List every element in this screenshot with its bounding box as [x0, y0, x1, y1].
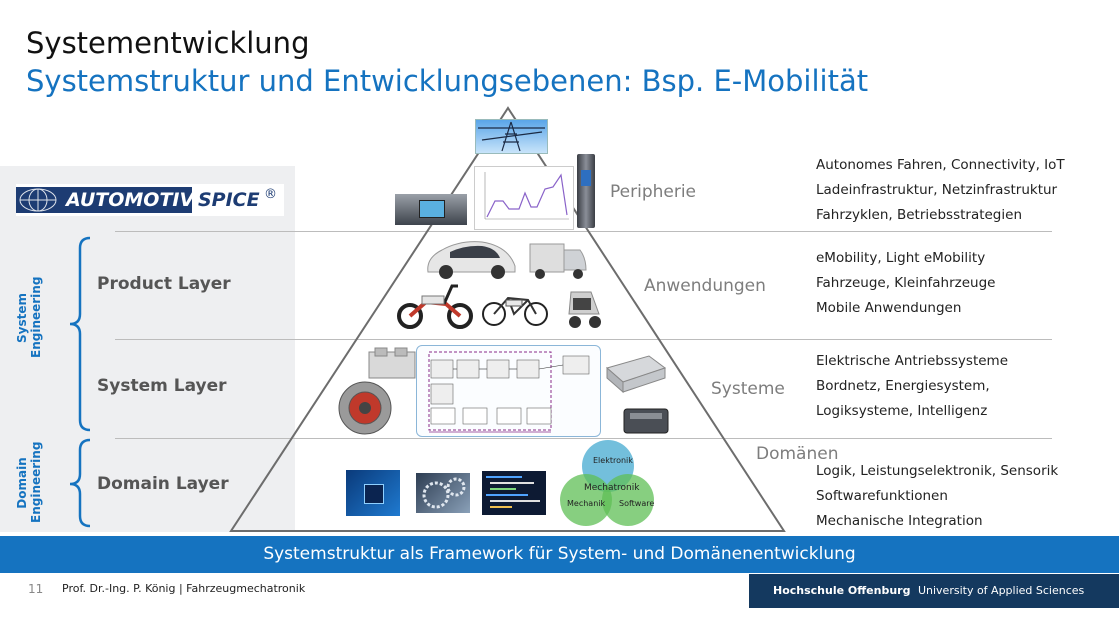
description-systeme: Elektrische Antriebssysteme Bordnetz, En…: [816, 353, 1009, 419]
electric-motor-image: [338, 381, 392, 435]
automotive-spice-logo: AUTOMOTIVE SPICE ®: [16, 184, 284, 216]
pyramid-outline: [229, 106, 786, 532]
domain-layer-label: Domain Layer: [97, 474, 229, 494]
university-footer: Hochschule Offenburg University of Appli…: [749, 574, 1119, 608]
power-tower-icon: [478, 121, 545, 152]
separator-line: [115, 339, 1052, 340]
framework-banner: Systemstruktur als Framework für System-…: [0, 536, 1119, 573]
product-layer-label: Product Layer: [97, 274, 231, 294]
line-chart-icon: [484, 172, 569, 220]
footer-author: Prof. Dr.-Ing. P. König | Fahrzeugmechat…: [62, 582, 306, 595]
slide-title: Systementwicklung: [26, 26, 310, 60]
mobility-scooter-image: [568, 291, 601, 328]
logo-spice-text: SPICE: [198, 189, 260, 211]
description-anwendungen: eMobility, Light eMobility Fahrzeuge, Kl…: [816, 250, 996, 316]
electric-scooter-image: [397, 284, 473, 329]
dashboard-image: [395, 194, 467, 225]
delivery-vehicle-image: [529, 243, 587, 279]
venn-label-mechanik: Mechanik: [567, 499, 606, 508]
drive-system-diagram: [416, 345, 601, 437]
ecu-module-image: [623, 408, 669, 434]
ebike-image: [482, 296, 548, 326]
venn-label-software: Software: [619, 499, 655, 508]
page-number: 11: [28, 582, 44, 596]
system-layer-label: System Layer: [97, 376, 227, 396]
logo-automotive-text: AUTOMOTIVE: [66, 189, 208, 211]
domain-engineering-label: Domain Engineering: [15, 441, 43, 523]
level-systeme: Systeme: [711, 379, 785, 399]
source-code-image: [482, 471, 546, 515]
electric-car-image: [427, 241, 516, 279]
slide-subtitle: Systemstruktur und Entwicklungsebenen: B…: [26, 64, 869, 98]
engineering-brackets: [69, 236, 91, 528]
university-subtitle: University of Applied Sciences: [917, 584, 1085, 597]
logo-registered-mark: ®: [264, 187, 277, 202]
charging-station-image: [577, 154, 595, 228]
left-panel: [0, 166, 295, 532]
venn-label-mechatronik: Mechatronik: [584, 483, 640, 493]
system-engineering-label: System Engineering: [15, 276, 43, 358]
globe-icon: [16, 184, 284, 216]
code-icon: [486, 476, 540, 508]
level-domaenen: Domänen: [756, 444, 839, 464]
venn-diagram: [560, 440, 654, 526]
control-unit-image: [368, 347, 416, 379]
venn-label-elektronik: Elektronik: [593, 456, 633, 465]
battery-pack-image: [605, 355, 667, 394]
gears-image: [416, 473, 470, 513]
separator-line: [115, 438, 1052, 439]
level-anwendungen: Anwendungen: [644, 276, 766, 296]
university-name: Hochschule Offenburg: [773, 584, 911, 597]
drive-cycle-chart-image: [474, 166, 574, 230]
level-peripherie: Peripherie: [610, 182, 697, 202]
circuit-board-image: [346, 470, 400, 516]
power-line-image: [475, 119, 548, 154]
description-domaenen: Logik, Leistungselektronik, Sensorik Sof…: [816, 463, 1059, 529]
block-diagram-icon: [428, 351, 590, 433]
separator-line: [115, 231, 1052, 232]
gear-icon: [422, 477, 466, 509]
description-peripherie: Autonomes Fahren, Connectivity, IoT Lade…: [816, 157, 1065, 223]
